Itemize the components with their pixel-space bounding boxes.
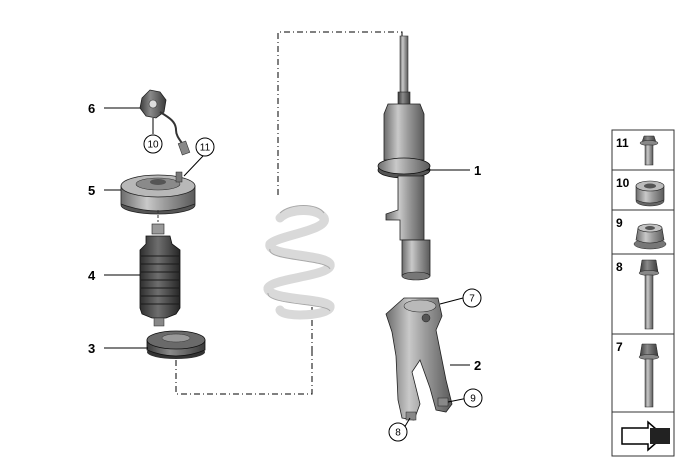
svg-text:9: 9 bbox=[616, 216, 623, 230]
callout-6: 6 bbox=[88, 101, 95, 116]
callout-4: 4 bbox=[88, 268, 96, 283]
flange-bolt-icon bbox=[639, 135, 659, 166]
svg-text:7: 7 bbox=[616, 340, 623, 354]
callout-3: 3 bbox=[88, 341, 95, 356]
svg-text:7: 7 bbox=[469, 294, 475, 305]
direction-arrow-icon bbox=[621, 420, 670, 452]
sensor-cap-part bbox=[139, 89, 191, 156]
dust-boot-part bbox=[139, 223, 181, 327]
svg-text:10: 10 bbox=[616, 176, 630, 190]
callout-2: 2 bbox=[474, 358, 481, 373]
svg-text:9: 9 bbox=[470, 394, 476, 405]
side-parts-panel: 11 10 9 bbox=[611, 129, 675, 457]
side-panel-item-9: 9 bbox=[611, 209, 675, 255]
svg-text:8: 8 bbox=[616, 260, 623, 274]
svg-text:11: 11 bbox=[616, 136, 629, 150]
side-panel-item-10: 10 bbox=[611, 169, 675, 211]
side-panel-item-7: 7 bbox=[611, 333, 675, 413]
svg-text:8: 8 bbox=[395, 428, 401, 439]
callout-1: 1 bbox=[474, 163, 481, 178]
fork-part bbox=[385, 297, 453, 421]
long-hex-bolt-icon bbox=[638, 259, 660, 330]
circled-callout-11: 11 bbox=[195, 137, 215, 157]
side-panel-item-11: 11 bbox=[611, 129, 675, 171]
strut-part bbox=[377, 35, 431, 281]
side-panel-direction bbox=[611, 411, 675, 457]
spring-seat-part bbox=[146, 330, 206, 359]
coil-spring-part bbox=[263, 206, 335, 320]
side-panel-item-8: 8 bbox=[611, 253, 675, 335]
guide-line bbox=[175, 352, 313, 395]
hex-flange-nut-icon bbox=[633, 223, 667, 250]
svg-text:11: 11 bbox=[200, 143, 211, 154]
circled-callout-8: 8 bbox=[388, 422, 408, 442]
hex-bolt-icon bbox=[638, 343, 660, 408]
top-mount-part bbox=[120, 171, 196, 222]
collar-nut-icon bbox=[635, 180, 665, 207]
circled-callout-7: 7 bbox=[462, 288, 482, 308]
svg-text:10: 10 bbox=[147, 140, 159, 151]
callout-5: 5 bbox=[88, 183, 95, 198]
circled-callout-10: 10 bbox=[143, 134, 163, 154]
leader-lines bbox=[104, 107, 470, 429]
coil-spring-outline bbox=[267, 205, 331, 312]
circled-callout-9: 9 bbox=[463, 388, 483, 408]
